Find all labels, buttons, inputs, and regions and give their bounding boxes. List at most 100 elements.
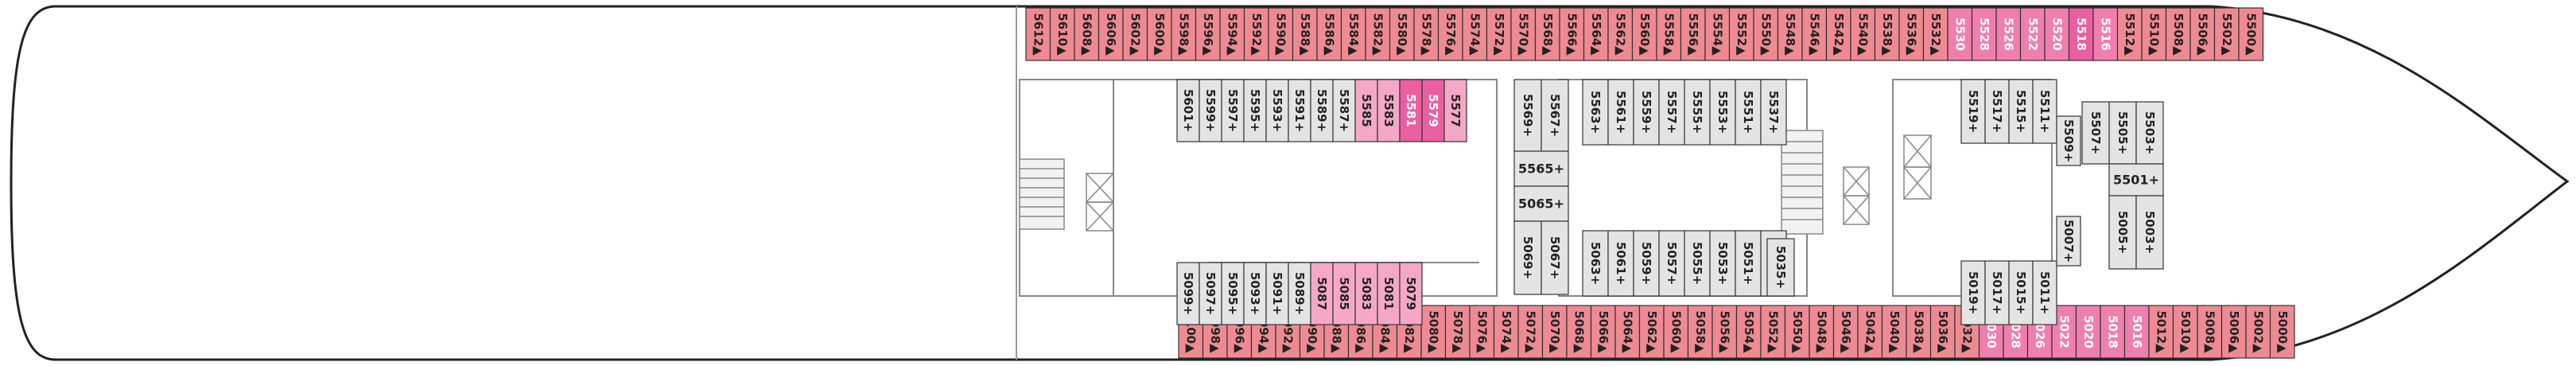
cabin-5018[interactable]: 5018 bbox=[2100, 305, 2126, 359]
cabin-5069[interactable]: 5069+ bbox=[1513, 220, 1542, 295]
cabin-5610[interactable]: 5610▲ bbox=[1049, 7, 1075, 61]
cabin-5010[interactable]: 5010▲ bbox=[2172, 305, 2198, 359]
cabin-5517[interactable]: 5517+ bbox=[1984, 79, 2010, 144]
cabin-5577[interactable]: 5577 bbox=[1443, 79, 1467, 142]
cabin-5065[interactable]: 5065+ bbox=[1513, 185, 1569, 222]
cabin-5567[interactable]: 5567+ bbox=[1541, 79, 1569, 152]
cabin-5080[interactable]: 5080▲ bbox=[1420, 305, 1447, 359]
cabin-5516[interactable]: 5516 bbox=[2092, 7, 2119, 61]
cabin-5064[interactable]: 5064▲ bbox=[1614, 305, 1641, 359]
cabin-5546[interactable]: 5546▲ bbox=[1801, 7, 1828, 61]
cabin-5555[interactable]: 5555+ bbox=[1684, 79, 1711, 146]
cabin-5519[interactable]: 5519+ bbox=[1960, 79, 1986, 144]
cabin-5042[interactable]: 5042▲ bbox=[1857, 305, 1883, 359]
cabin-5601[interactable]: 5601+ bbox=[1176, 79, 1200, 142]
cabin-5515[interactable]: 5515+ bbox=[2008, 79, 2034, 144]
cabin-5076[interactable]: 5076▲ bbox=[1469, 305, 1495, 359]
cabin-5036[interactable]: 5036▲ bbox=[1929, 305, 1956, 359]
cabin-5587[interactable]: 5587+ bbox=[1332, 79, 1356, 142]
cabin-5562[interactable]: 5562▲ bbox=[1607, 7, 1634, 61]
cabin-5502[interactable]: 5502▲ bbox=[2213, 7, 2240, 61]
cabin-5565[interactable]: 5565+ bbox=[1513, 150, 1569, 187]
cabin-5580[interactable]: 5580▲ bbox=[1389, 7, 1415, 61]
cabin-5015[interactable]: 5015+ bbox=[2008, 260, 2034, 325]
cabin-5500[interactable]: 5500▲ bbox=[2238, 7, 2264, 61]
cabin-5592[interactable]: 5592▲ bbox=[1243, 7, 1269, 61]
cabin-5591[interactable]: 5591+ bbox=[1288, 79, 1311, 142]
cabin-5612[interactable]: 5612▲ bbox=[1025, 7, 1051, 61]
cabin-5537[interactable]: 5537+ bbox=[1760, 79, 1787, 146]
cabin-5081[interactable]: 5081 bbox=[1377, 262, 1401, 325]
cabin-5540[interactable]: 5540▲ bbox=[1850, 7, 1876, 61]
cabin-5578[interactable]: 5578▲ bbox=[1413, 7, 1440, 61]
cabin-5079[interactable]: 5079 bbox=[1399, 262, 1423, 325]
cabin-5083[interactable]: 5083 bbox=[1354, 262, 1378, 325]
cabin-5593[interactable]: 5593+ bbox=[1265, 79, 1289, 142]
cabin-5510[interactable]: 5510▲ bbox=[2141, 7, 2167, 61]
cabin-5512[interactable]: 5512▲ bbox=[2116, 7, 2143, 61]
cabin-5011[interactable]: 5011+ bbox=[2032, 260, 2057, 325]
cabin-5589[interactable]: 5589+ bbox=[1310, 79, 1334, 142]
cabin-5016[interactable]: 5016 bbox=[2123, 305, 2150, 359]
cabin-5511[interactable]: 5511+ bbox=[2032, 79, 2057, 144]
cabin-5552[interactable]: 5552▲ bbox=[1728, 7, 1754, 61]
cabin-5087[interactable]: 5087 bbox=[1310, 262, 1334, 325]
cabin-5051[interactable]: 5051+ bbox=[1735, 230, 1762, 297]
cabin-5017[interactable]: 5017+ bbox=[1984, 260, 2010, 325]
cabin-5553[interactable]: 5553+ bbox=[1709, 79, 1736, 146]
cabin-5574[interactable]: 5574▲ bbox=[1462, 7, 1488, 61]
cabin-5520[interactable]: 5520 bbox=[2044, 7, 2070, 61]
cabin-5078[interactable]: 5078▲ bbox=[1444, 305, 1471, 359]
cabin-5526[interactable]: 5526 bbox=[1995, 7, 2022, 61]
cabin-5060[interactable]: 5060▲ bbox=[1663, 305, 1689, 359]
cabin-5598[interactable]: 5598▲ bbox=[1171, 7, 1197, 61]
cabin-5003[interactable]: 5003+ bbox=[2135, 195, 2164, 270]
cabin-5038[interactable]: 5038▲ bbox=[1906, 305, 1932, 359]
cabin-5548[interactable]: 5548▲ bbox=[1777, 7, 1803, 61]
cabin-5551[interactable]: 5551+ bbox=[1735, 79, 1762, 146]
cabin-5035[interactable]: 5035+ bbox=[1766, 238, 1795, 297]
cabin-5061[interactable]: 5061+ bbox=[1607, 230, 1634, 297]
cabin-5600[interactable]: 5600▲ bbox=[1146, 7, 1172, 61]
cabin-5594[interactable]: 5594▲ bbox=[1219, 7, 1245, 61]
cabin-5586[interactable]: 5586▲ bbox=[1316, 7, 1342, 61]
cabin-5007[interactable]: 5007+ bbox=[2056, 216, 2081, 267]
cabin-5074[interactable]: 5074▲ bbox=[1493, 305, 1519, 359]
cabin-5099[interactable]: 5099+ bbox=[1176, 262, 1200, 325]
cabin-5093[interactable]: 5093+ bbox=[1243, 262, 1267, 325]
cabin-5596[interactable]: 5596▲ bbox=[1195, 7, 1221, 61]
cabin-5046[interactable]: 5046▲ bbox=[1832, 305, 1859, 359]
cabin-5579[interactable]: 5579 bbox=[1421, 79, 1445, 142]
cabin-5072[interactable]: 5072▲ bbox=[1517, 305, 1544, 359]
cabin-5012[interactable]: 5012▲ bbox=[2148, 305, 2174, 359]
cabin-5501[interactable]: 5501+ bbox=[2108, 163, 2164, 197]
cabin-5019[interactable]: 5019+ bbox=[1960, 260, 1986, 325]
cabin-5022[interactable]: 5022 bbox=[2051, 305, 2077, 359]
cabin-5050[interactable]: 5050▲ bbox=[1784, 305, 1810, 359]
cabin-5550[interactable]: 5550▲ bbox=[1753, 7, 1779, 61]
cabin-5568[interactable]: 5568▲ bbox=[1534, 7, 1560, 61]
cabin-5097[interactable]: 5097+ bbox=[1199, 262, 1222, 325]
cabin-5572[interactable]: 5572▲ bbox=[1486, 7, 1512, 61]
cabin-5505[interactable]: 5505+ bbox=[2108, 101, 2137, 165]
cabin-5528[interactable]: 5528 bbox=[1971, 7, 1997, 61]
cabin-5063[interactable]: 5063+ bbox=[1582, 230, 1609, 297]
cabin-5040[interactable]: 5040▲ bbox=[1881, 305, 1907, 359]
cabin-5056[interactable]: 5056▲ bbox=[1712, 305, 1738, 359]
cabin-5053[interactable]: 5053+ bbox=[1709, 230, 1736, 297]
cabin-5564[interactable]: 5564▲ bbox=[1583, 7, 1609, 61]
cabin-5005[interactable]: 5005+ bbox=[2108, 195, 2137, 270]
cabin-5606[interactable]: 5606▲ bbox=[1098, 7, 1124, 61]
cabin-5518[interactable]: 5518 bbox=[2068, 7, 2094, 61]
cabin-5002[interactable]: 5002▲ bbox=[2245, 305, 2271, 359]
cabin-5560[interactable]: 5560▲ bbox=[1631, 7, 1657, 61]
cabin-5559[interactable]: 5559+ bbox=[1633, 79, 1660, 146]
cabin-5536[interactable]: 5536▲ bbox=[1898, 7, 1925, 61]
cabin-5068[interactable]: 5068▲ bbox=[1566, 305, 1592, 359]
cabin-5052[interactable]: 5052▲ bbox=[1760, 305, 1786, 359]
cabin-5588[interactable]: 5588▲ bbox=[1292, 7, 1318, 61]
cabin-5091[interactable]: 5091+ bbox=[1265, 262, 1289, 325]
cabin-5000[interactable]: 5000▲ bbox=[2269, 305, 2295, 359]
cabin-5581[interactable]: 5581 bbox=[1399, 79, 1423, 142]
cabin-5006[interactable]: 5006▲ bbox=[2220, 305, 2247, 359]
